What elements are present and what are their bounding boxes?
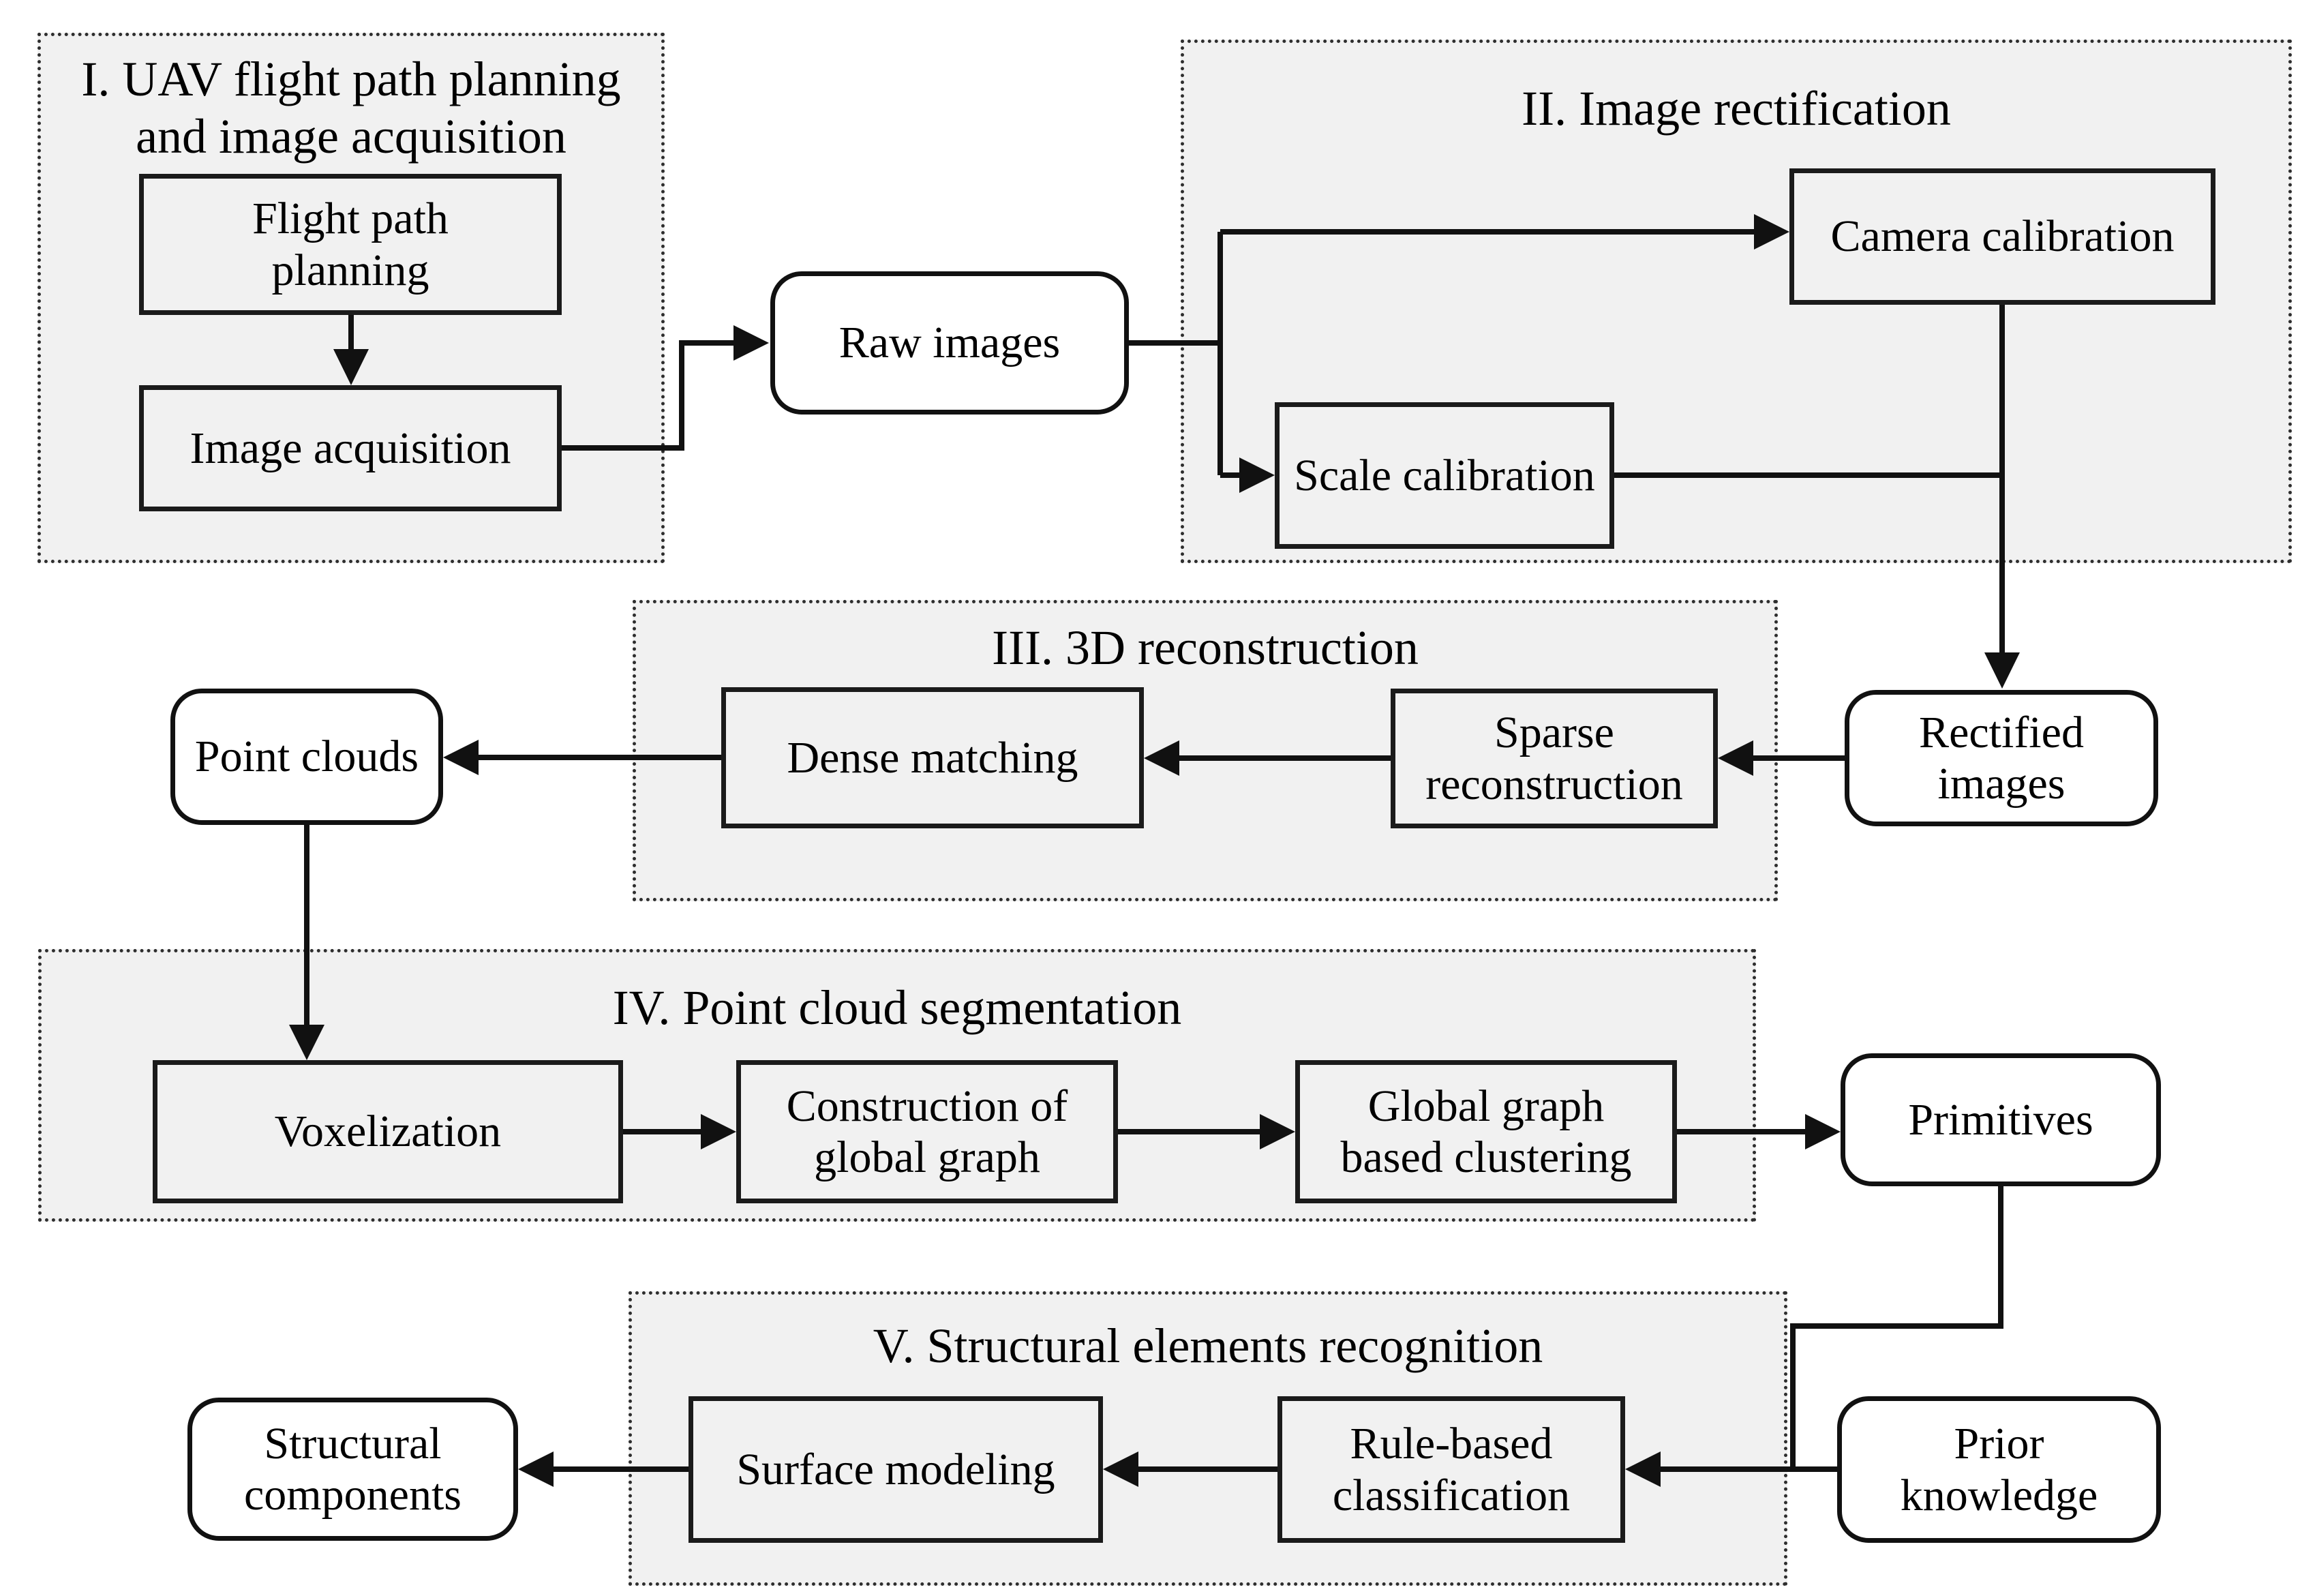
arrow-priorknowledge-to-rulebased xyxy=(1625,1451,1837,1487)
structural-components-label-line1: Structural xyxy=(264,1418,442,1469)
voxelization-label: Voxelization xyxy=(274,1106,502,1157)
wire-primitives-to-rulebased xyxy=(1790,1186,2003,1469)
arrow-construction-to-clustering xyxy=(1118,1114,1295,1149)
point-clouds-node: Point clouds xyxy=(170,689,443,825)
structural-components-node: Structural components xyxy=(187,1398,518,1541)
scale-calibration-box: Scale calibration xyxy=(1275,402,1614,549)
arrow-rulebased-to-surfacemodeling xyxy=(1103,1451,1277,1487)
dense-matching-label: Dense matching xyxy=(787,732,1078,783)
arrow-surfacemodeling-to-structural xyxy=(518,1451,689,1487)
global-graph-clustering-label-line1: Global graph xyxy=(1367,1081,1605,1131)
rule-based-classification-label-line1: Rule-based xyxy=(1350,1419,1553,1469)
prior-knowledge-node: Prior knowledge xyxy=(1837,1396,2161,1543)
prior-knowledge-label-line1: Prior xyxy=(1954,1419,2044,1469)
arrow-junction-to-scalecal xyxy=(1220,457,1275,493)
arrow-voxelization-to-construction xyxy=(623,1114,736,1149)
camera-calibration-box: Camera calibration xyxy=(1789,168,2215,305)
arrow-imageacq-to-rawimages xyxy=(559,325,769,451)
global-graph-clustering-label-line2: based clustering xyxy=(1340,1132,1632,1182)
dense-matching-box: Dense matching xyxy=(721,687,1144,828)
voxelization-box: Voxelization xyxy=(153,1060,623,1203)
scale-calibration-label: Scale calibration xyxy=(1294,450,1595,500)
global-graph-clustering-box: Global graph based clustering xyxy=(1295,1060,1677,1203)
raw-images-node: Raw images xyxy=(770,271,1129,415)
rectified-images-label-line2: images xyxy=(1937,759,2066,809)
stage-3-title-text: III. 3D reconstruction xyxy=(992,620,1419,675)
rectified-images-label-line1: Rectified xyxy=(1919,707,2084,757)
stage-2-title: II. Image rectification xyxy=(1184,80,2288,138)
flight-path-planning-box: Flight path planning xyxy=(139,174,562,315)
stage-1-title-line2: and image acquisition xyxy=(136,108,566,164)
arrow-flightpath-to-imageacq xyxy=(333,315,369,385)
rectified-images-node: Rectified images xyxy=(1845,690,2158,826)
arrow-rectified-to-sparse xyxy=(1718,740,1845,776)
stage-3-title: III. 3D reconstruction xyxy=(636,620,1774,677)
rule-based-classification-box: Rule-based classification xyxy=(1277,1396,1625,1543)
arrow-pointclouds-to-voxelization xyxy=(289,825,324,1060)
arrow-dense-to-pointclouds xyxy=(443,740,721,775)
stage-2-title-text: II. Image rectification xyxy=(1522,81,1951,136)
sparse-reconstruction-box: Sparse reconstruction xyxy=(1391,689,1718,828)
sparse-reconstruction-label-line1: Sparse xyxy=(1494,708,1614,758)
stage-1-title-line1: I. UAV flight path planning xyxy=(81,52,621,106)
point-clouds-label: Point clouds xyxy=(194,732,419,782)
construction-global-graph-label-line2: global graph xyxy=(814,1132,1040,1182)
stage-4-title: IV. Point cloud segmentation xyxy=(42,980,1753,1037)
stage-4-title-text: IV. Point cloud segmentation xyxy=(612,980,1182,1035)
arrow-cameracal-to-rectified xyxy=(1984,305,2020,689)
structural-components-label-line2: components xyxy=(244,1470,462,1520)
primitives-label: Primitives xyxy=(1908,1094,2093,1145)
stage-1-title: I. UAV flight path planning and image ac… xyxy=(41,51,661,165)
arrow-sparse-to-dense xyxy=(1144,740,1391,776)
primitives-node: Primitives xyxy=(1841,1053,2161,1186)
stage-5-title-text: V. Structural elements recognition xyxy=(873,1319,1543,1373)
prior-knowledge-label-line2: knowledge xyxy=(1900,1470,2098,1520)
sparse-reconstruction-label-line2: reconstruction xyxy=(1425,759,1683,809)
construction-global-graph-label-line1: Construction of xyxy=(786,1081,1068,1131)
camera-calibration-label: Camera calibration xyxy=(1830,211,2175,262)
flight-path-planning-label-line1: Flight path xyxy=(252,194,449,244)
flight-path-planning-label-line2: planning xyxy=(271,245,429,295)
surface-modeling-box: Surface modeling xyxy=(689,1396,1103,1543)
rule-based-classification-label-line2: classification xyxy=(1332,1470,1571,1520)
image-acquisition-box: Image acquisition xyxy=(139,385,562,511)
raw-images-label: Raw images xyxy=(838,318,1061,368)
image-acquisition-label: Image acquisition xyxy=(190,423,511,473)
wire-rawimages-to-junction xyxy=(1129,232,1223,475)
arrow-junction-to-cameracal xyxy=(1220,214,1789,250)
construction-global-graph-box: Construction of global graph xyxy=(736,1060,1118,1203)
surface-modeling-label: Surface modeling xyxy=(736,1444,1055,1494)
arrow-clustering-to-primitives xyxy=(1677,1114,1841,1149)
stage-5-title: V. Structural elements recognition xyxy=(632,1318,1784,1375)
